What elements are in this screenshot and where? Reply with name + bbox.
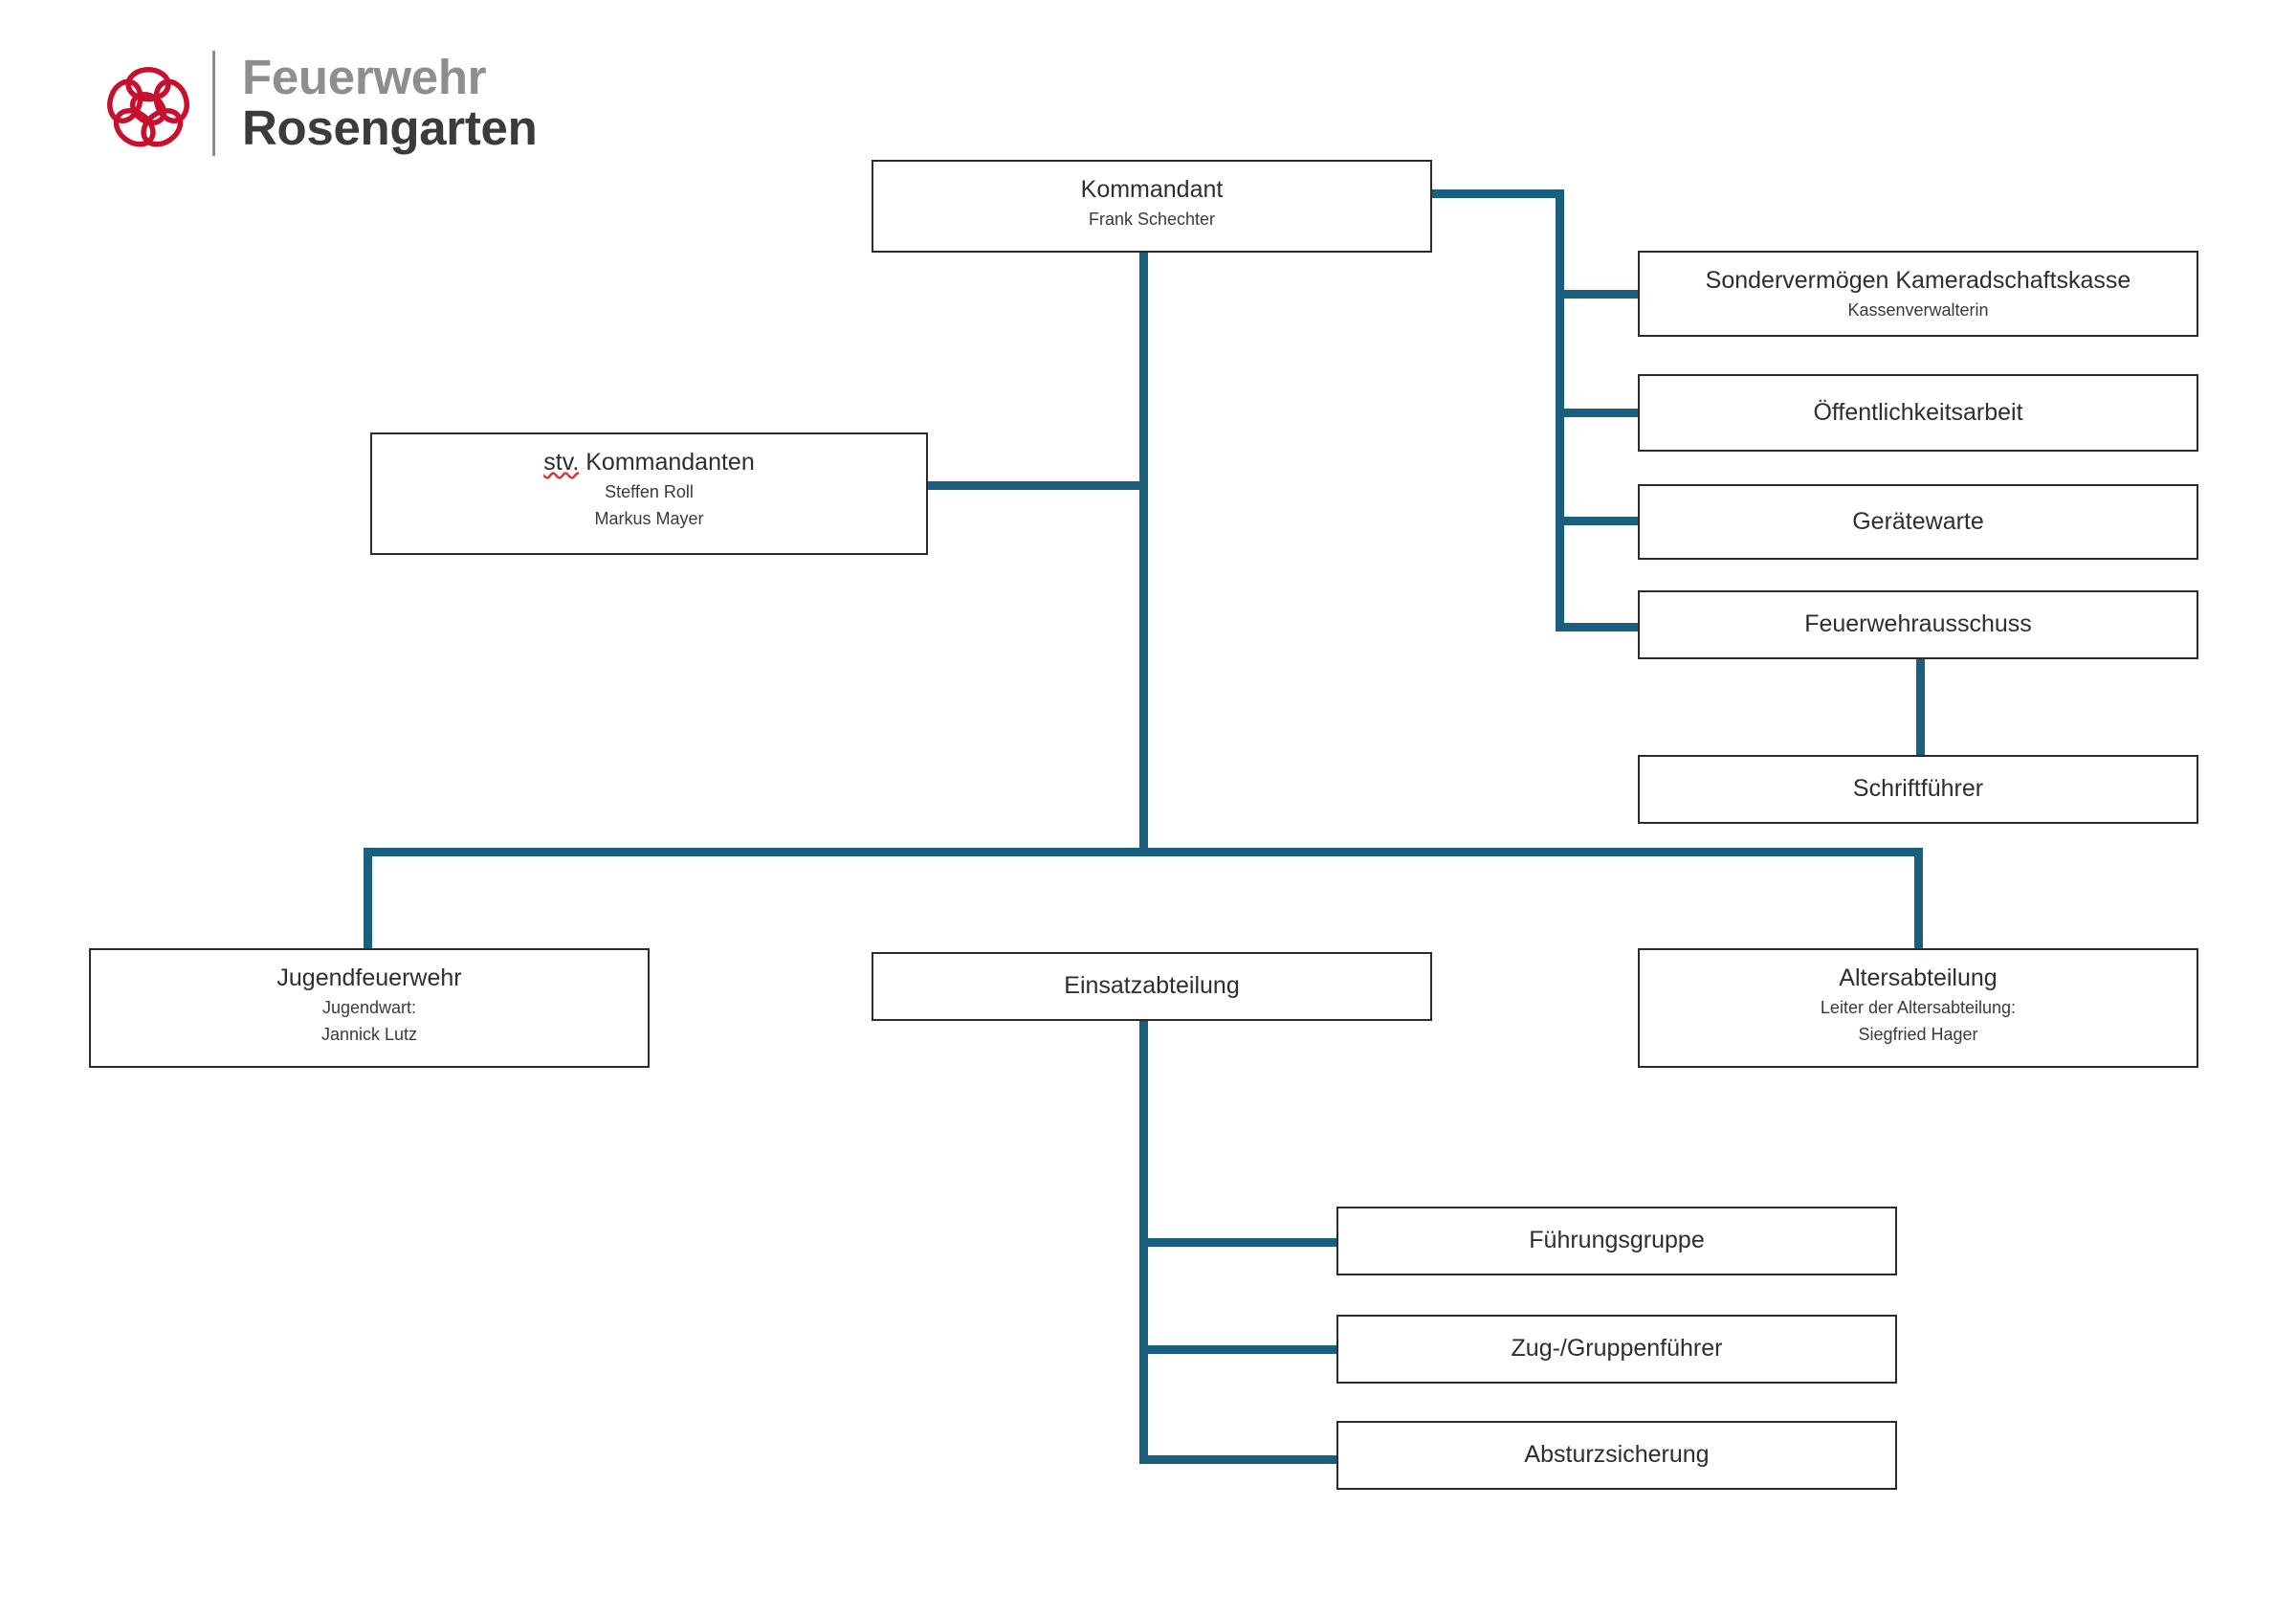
node-kameradschaftskasse-subtitle: Kassenverwalterin [1847, 300, 1989, 321]
node-absturzsicherung-title: Absturzsicherung [1524, 1441, 1710, 1469]
connector-branch-kameradschaftskasse [1556, 290, 1640, 299]
node-stv-kommandanten-title-misspelled: stv. [543, 449, 580, 476]
connector-branch-feuerwehrausschuss [1556, 623, 1640, 632]
connector-drop-jugendfeuerwehr [364, 848, 372, 951]
node-kameradschaftskasse-title: Sondervermögen Kameradschaftskasse [1705, 267, 2131, 294]
node-fuehrungsgruppe[interactable]: Führungsgruppe [1336, 1207, 1897, 1275]
connector-ausschuss-to-schriftfuehrer [1916, 658, 1925, 760]
connector-einsatzabteilung-trunk [1139, 1003, 1148, 1464]
brand-wordmark: Feuerwehr Rosengarten [242, 50, 538, 155]
node-jugendfeuerwehr-title: Jugendfeuerwehr [276, 964, 462, 991]
node-zug-gruppenfuehrer[interactable]: Zug-/Gruppenführer [1336, 1315, 1897, 1384]
connector-branch-oeffentlichkeitsarbeit [1556, 409, 1640, 417]
connector-drop-altersabteilung [1914, 848, 1923, 951]
connector-stv-kommandanten [928, 481, 1147, 490]
node-stv-kommandanten-title-rest: Kommandanten [579, 449, 755, 476]
node-jugendfeuerwehr-subtitle-2: Jannick Lutz [320, 1025, 418, 1045]
node-schriftfuehrer-title: Schriftführer [1852, 775, 1984, 803]
node-feuerwehrausschuss[interactable]: Feuerwehrausschuss [1638, 590, 2198, 659]
node-fuehrungsgruppe-title: Führungsgruppe [1529, 1227, 1705, 1254]
brand-line-rosengarten: Rosengarten [242, 100, 538, 155]
node-geraetewarte[interactable]: Gerätewarte [1638, 484, 2198, 560]
connector-branch-geraetewarte [1556, 517, 1640, 525]
node-geraetewarte-title: Gerätewarte [1852, 507, 1984, 535]
connector-kommandant-main-trunk [1139, 251, 1148, 855]
node-altersabteilung[interactable]: Altersabteilung Leiter der Altersabteilu… [1638, 948, 2198, 1068]
node-jugendfeuerwehr-subtitle-1: Jugendwart: [321, 998, 417, 1018]
node-stv-kommandanten-subtitle-2: Markus Mayer [594, 509, 704, 529]
brand-divider [212, 50, 215, 156]
connector-branch-fuehrungsgruppe [1139, 1238, 1338, 1247]
brand-line-feuerwehr: Feuerwehr [242, 50, 487, 105]
connector-branch-zug-gruppenfuehrer [1139, 1345, 1338, 1354]
node-kommandant-subtitle: Frank Schechter [1088, 210, 1216, 230]
node-stv-kommandanten[interactable]: stv. Kommandanten Steffen Roll Markus Ma… [370, 432, 928, 555]
connector-kommandant-to-right-trunk [1430, 189, 1564, 198]
node-stv-kommandanten-title: stv. Kommandanten [543, 448, 755, 477]
connector-branch-absturzsicherung [1139, 1455, 1338, 1464]
node-einsatzabteilung[interactable]: Einsatzabteilung [872, 952, 1432, 1021]
node-jugendfeuerwehr[interactable]: Jugendfeuerwehr Jugendwart: Jannick Lutz [89, 948, 650, 1068]
brand-logo: Feuerwehr Rosengarten [96, 43, 538, 163]
node-altersabteilung-subtitle-2: Siegfried Hager [1858, 1025, 1978, 1045]
node-stv-kommandanten-subtitle-1: Steffen Roll [605, 482, 694, 502]
node-zug-gruppenfuehrer-title: Zug-/Gruppenführer [1511, 1335, 1723, 1363]
node-einsatzabteilung-title: Einsatzabteilung [1064, 972, 1240, 1000]
node-altersabteilung-subtitle-1: Leiter der Altersabteilung: [1820, 998, 2017, 1018]
node-oeffentlichkeitsarbeit-title: Öffentlichkeitsarbeit [1813, 398, 2023, 426]
node-schriftfuehrer[interactable]: Schriftführer [1638, 755, 2198, 824]
node-feuerwehrausschuss-title: Feuerwehrausschuss [1804, 610, 2032, 638]
connector-main-horizontal-bus [364, 848, 1923, 856]
node-absturzsicherung[interactable]: Absturzsicherung [1336, 1421, 1897, 1490]
node-kommandant-title: Kommandant [1080, 176, 1224, 203]
node-altersabteilung-title: Altersabteilung [1839, 964, 1998, 991]
rose-flower-icon [107, 66, 189, 147]
node-oeffentlichkeitsarbeit[interactable]: Öffentlichkeitsarbeit [1638, 374, 2198, 452]
node-kommandant[interactable]: Kommandant Frank Schechter [872, 160, 1432, 253]
node-sondervermoegen-kameradschaftskasse[interactable]: Sondervermögen Kameradschaftskasse Kasse… [1638, 251, 2198, 337]
